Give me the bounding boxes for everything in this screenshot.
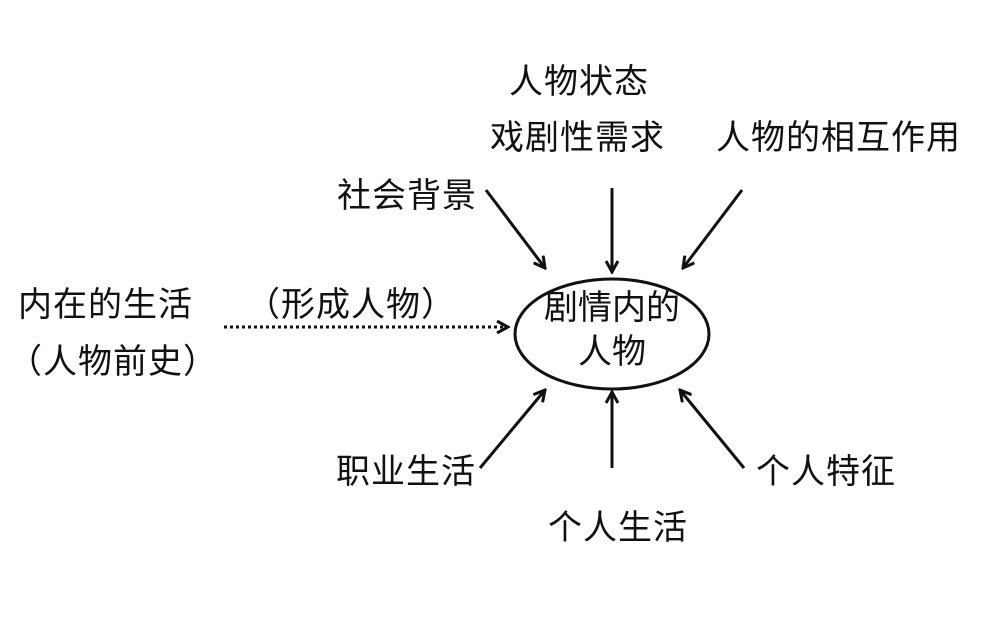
arrow-interaction [683, 189, 744, 268]
center-label-line1: 剧情内的 [544, 288, 680, 328]
label-dramatic-need: 戏剧性需求 [490, 118, 665, 158]
label-character-state: 人物状态 [509, 62, 649, 102]
label-personal-life: 个人生活 [548, 508, 688, 548]
label-backstory: （人物前史） [8, 342, 218, 382]
label-personal-traits: 个人特征 [756, 452, 896, 492]
label-forming-character: （形成人物） [246, 285, 456, 325]
center-label: 剧情内的 人物 [532, 286, 692, 374]
center-ellipse [513, 277, 711, 391]
arrow-social-background [484, 189, 545, 268]
label-inner-life: 内在的生活 [18, 285, 193, 325]
label-social-background: 社会背景 [337, 176, 477, 216]
arrow-professional-life [478, 390, 545, 469]
label-professional-life: 职业生活 [336, 452, 476, 492]
label-interaction: 人物的相互作用 [716, 118, 961, 158]
arrow-personal-traits [680, 390, 746, 469]
center-label-line2: 人物 [578, 332, 646, 372]
